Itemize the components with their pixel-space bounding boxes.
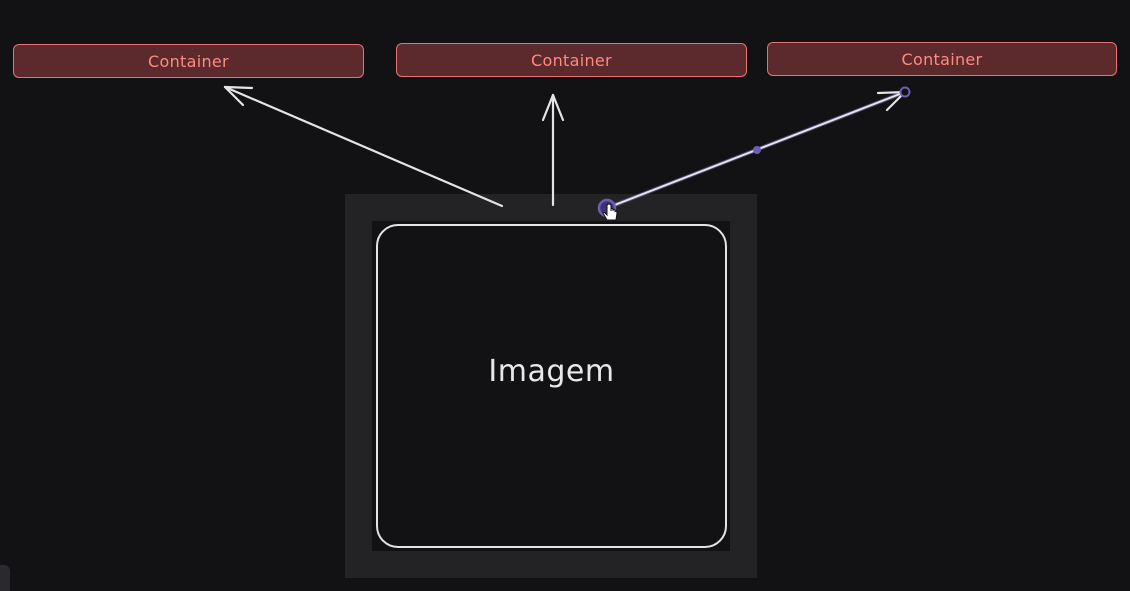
image-frame-background (372, 221, 730, 551)
container-node-left[interactable]: Container (13, 44, 364, 78)
image-node[interactable]: Imagem (376, 224, 727, 548)
container-label: Container (531, 50, 612, 70)
container-node-center[interactable]: Container (396, 43, 747, 77)
arrow-end-handle[interactable] (899, 86, 911, 98)
container-label: Container (901, 49, 983, 69)
toolbar-edge (0, 565, 10, 591)
image-node-label: Imagem (488, 353, 615, 389)
arrow-to-center-container[interactable] (541, 93, 565, 207)
container-label: Container (148, 51, 229, 71)
container-node-right[interactable]: Container (767, 42, 1117, 76)
arrow-mid-handle[interactable] (753, 146, 761, 154)
arrow-to-right-container[interactable] (605, 90, 907, 210)
arrow-to-left-container[interactable] (223, 85, 504, 208)
